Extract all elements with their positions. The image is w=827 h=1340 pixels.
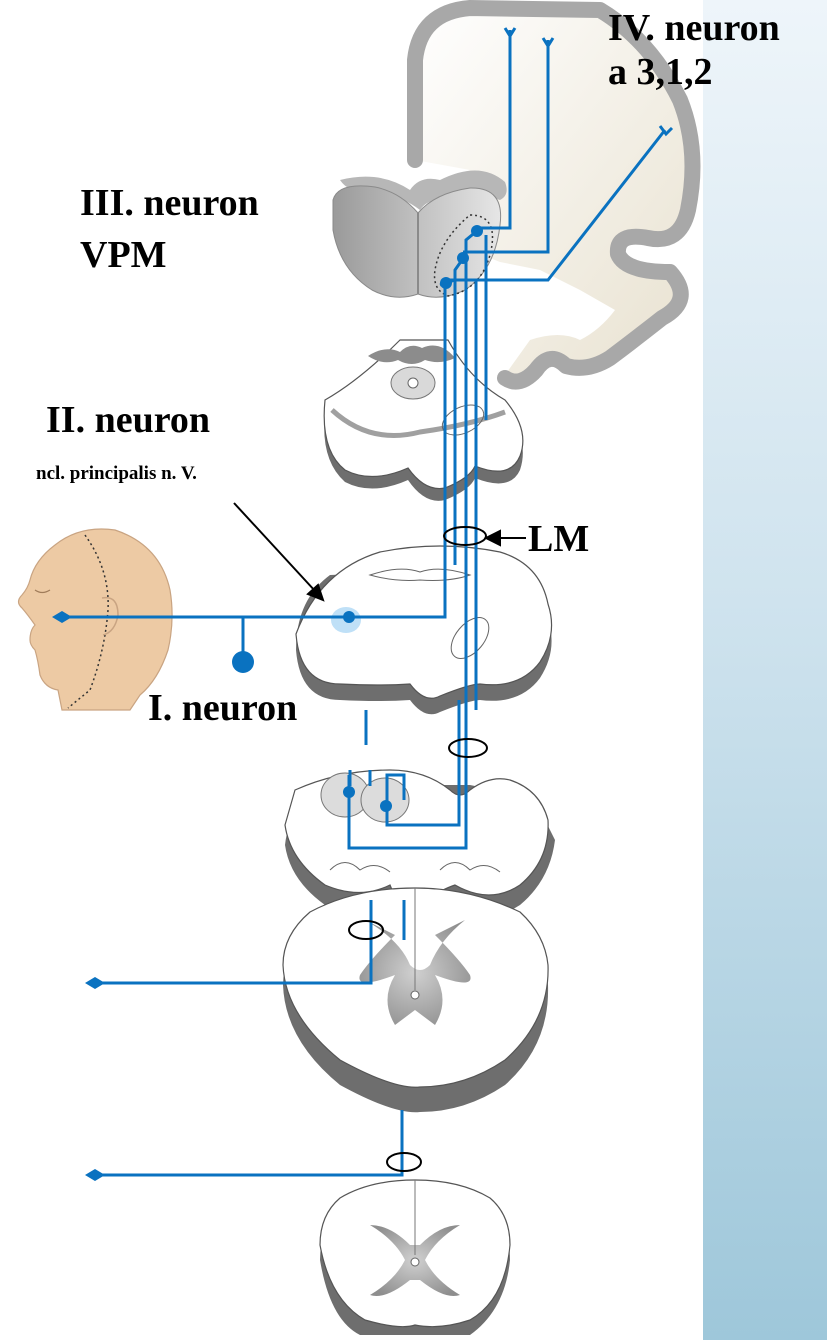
neuron2-title: II. neuron [46, 400, 210, 442]
neuron4-title: IV. neuron [608, 8, 780, 50]
neuron4-areas: a 3,1,2 [608, 52, 713, 94]
lemniscus-medialis-label: LM [528, 519, 589, 561]
neuron3-title: III. neuron [80, 183, 259, 225]
neuron3-nucleus: VPM [80, 235, 167, 277]
neuron1-title: I. neuron [148, 688, 297, 730]
ganglion-cell-body [232, 651, 254, 673]
spinal-cord-lower [320, 1180, 510, 1335]
neuron2-nucleus: ncl. principalis n. V. [36, 464, 197, 485]
